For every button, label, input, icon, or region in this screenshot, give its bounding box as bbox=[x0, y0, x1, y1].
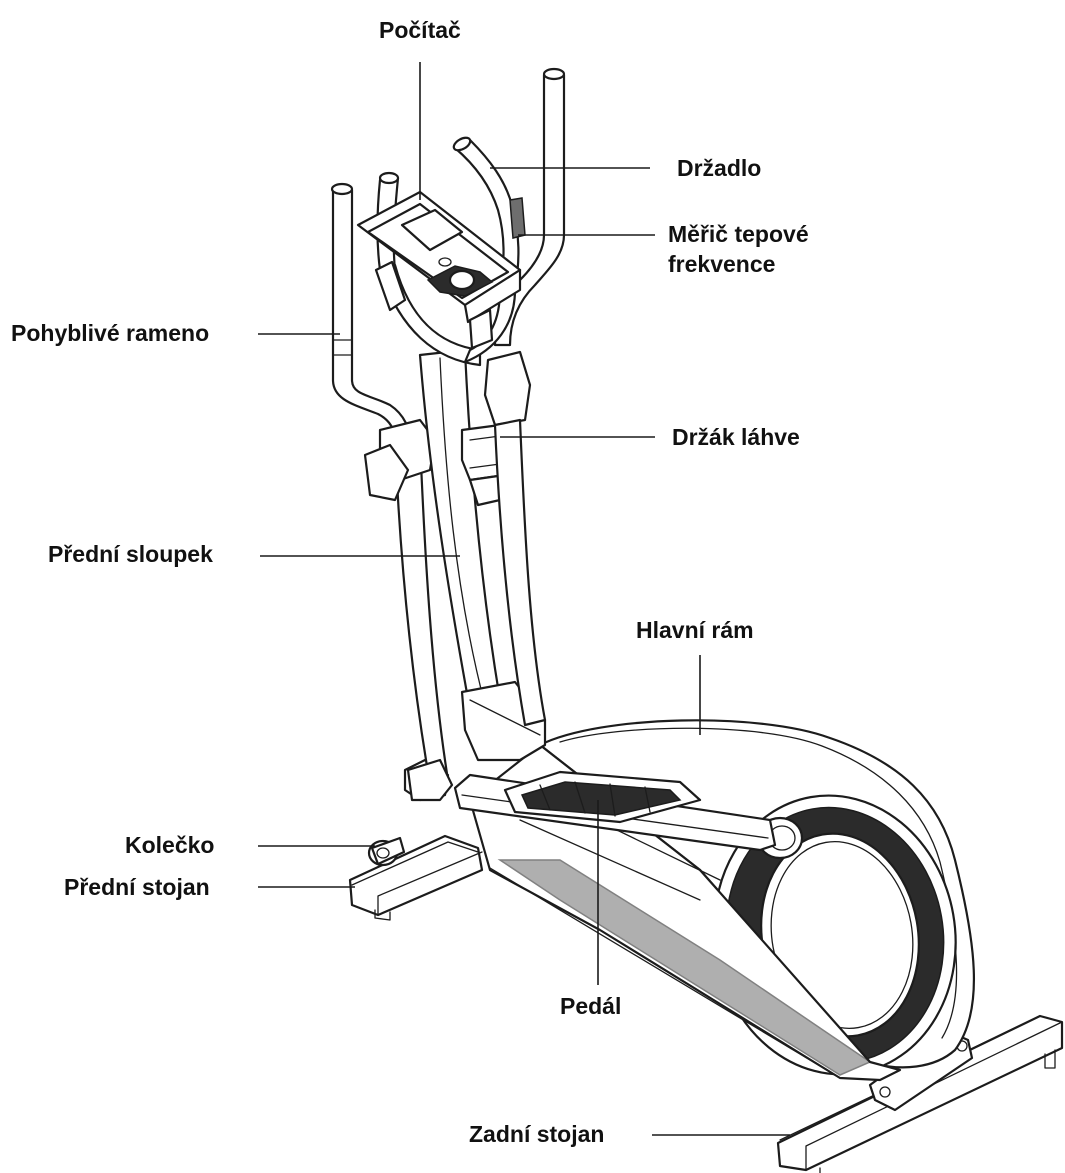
label-moving-arm: Pohyblivé rameno bbox=[11, 319, 209, 347]
label-wheel: Kolečko bbox=[125, 831, 214, 859]
label-handlebar: Držadlo bbox=[677, 154, 761, 182]
label-rear-stabilizer: Zadní stojan bbox=[469, 1120, 604, 1148]
label-front-post: Přední sloupek bbox=[48, 540, 213, 568]
label-main-frame: Hlavní rám bbox=[636, 616, 754, 644]
label-pedal: Pedál bbox=[560, 992, 621, 1020]
label-heart-rate-sensor: Měřič tepové frekvence bbox=[668, 219, 809, 279]
label-front-stabilizer: Přední stojan bbox=[64, 873, 210, 901]
label-computer: Počítač bbox=[379, 16, 461, 44]
label-bottle-holder: Držák láhve bbox=[672, 423, 800, 451]
